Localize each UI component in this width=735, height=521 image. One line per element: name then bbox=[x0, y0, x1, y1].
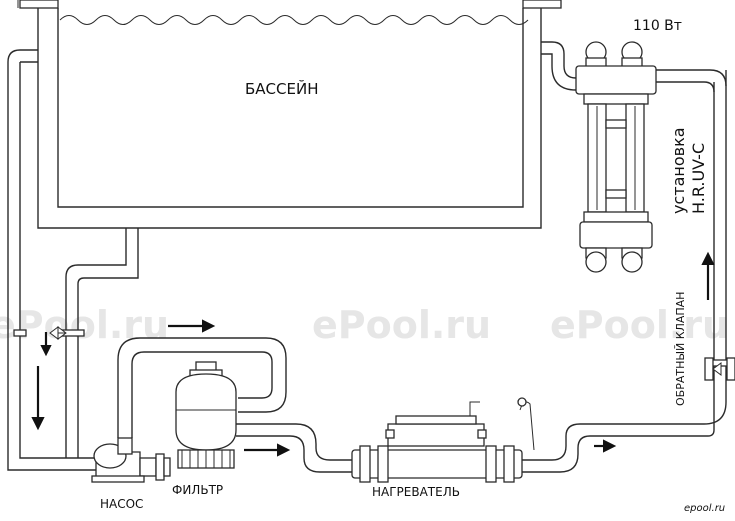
uv-unit: 110 Вт установка H.R.UV-C bbox=[575, 18, 708, 273]
uv-unit-label-line1: установка bbox=[669, 127, 688, 214]
pump-label: НАСОС bbox=[100, 497, 143, 511]
uv-unit-label-line2: H.R.UV-C bbox=[689, 143, 708, 214]
flow-arrow-up-right bbox=[701, 251, 715, 300]
pump: НАСОС bbox=[91, 437, 171, 511]
pump-to-filter-pipe bbox=[117, 337, 287, 438]
watermark-corner: epool.ru bbox=[684, 503, 725, 514]
flow-arrow-down-valve bbox=[40, 332, 52, 357]
flow-arrow-right-top bbox=[168, 319, 216, 333]
suction-pipe bbox=[7, 49, 139, 471]
check-valve: ОБРАТНЫЙ КЛАПАН bbox=[674, 292, 735, 406]
watermark-center: ePool.ru bbox=[312, 303, 491, 347]
pool: БАССЕЙН bbox=[17, 0, 562, 229]
watermark-right: ePool.ru bbox=[550, 303, 729, 347]
sand-filter: ФИЛЬТР bbox=[172, 361, 237, 497]
heater-label: НАГРЕВАТЕЛЬ bbox=[372, 485, 460, 499]
uv-power-label: 110 Вт bbox=[633, 18, 682, 34]
flow-arrow-down-left bbox=[31, 366, 45, 431]
return-pipe bbox=[541, 41, 727, 93]
watermark-left: ePool.ru bbox=[0, 303, 169, 347]
pool-label: БАССЕЙН bbox=[245, 79, 318, 98]
check-valve-label: ОБРАТНЫЙ КЛАПАН bbox=[674, 292, 687, 406]
heater: НАГРЕВАТЕЛЬ bbox=[351, 397, 535, 499]
filter-to-heater-pipe bbox=[236, 423, 352, 473]
epool-logo: epool.ru bbox=[684, 503, 725, 514]
flow-arrow-right-mid bbox=[244, 443, 291, 457]
filter-label: ФИЛЬТР bbox=[172, 483, 223, 497]
flow-arrow-right-bottom bbox=[594, 439, 617, 453]
